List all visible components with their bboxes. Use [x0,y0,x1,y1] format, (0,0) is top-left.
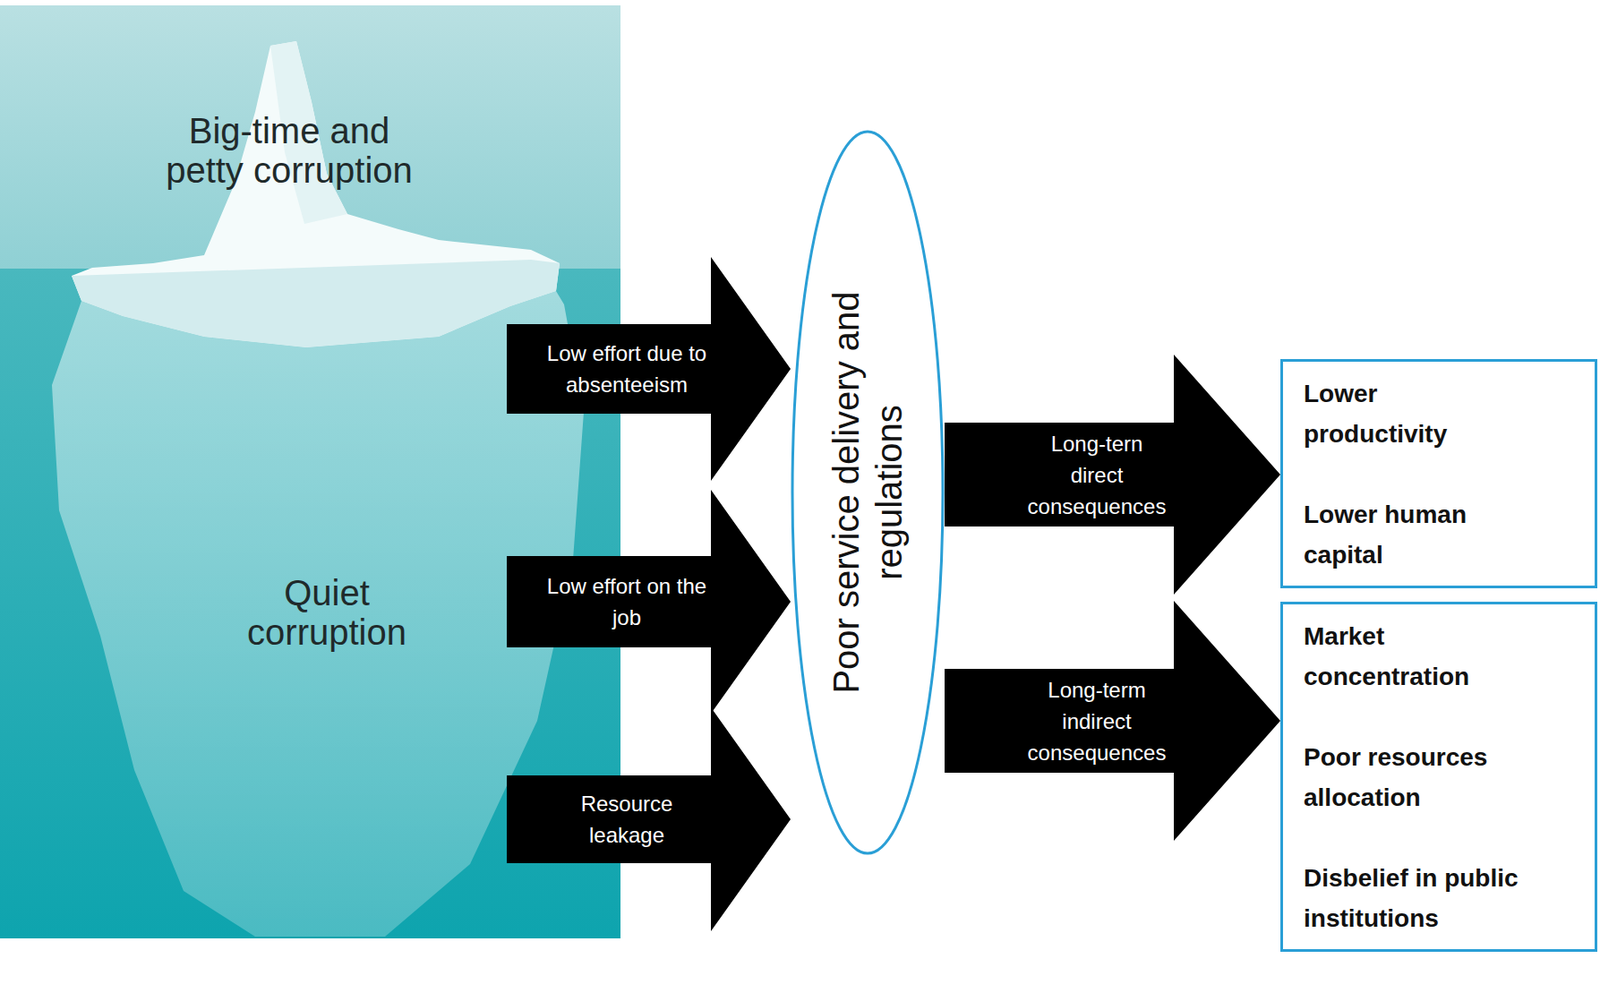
ellipse-shape [792,131,943,854]
outcome-text: Market concentration [1303,616,1523,697]
ellipse-node: Poor service delivery and regulations [790,129,945,856]
iceberg-underwater [51,290,584,937]
outcome-text: Lower human capital [1303,494,1523,575]
iceberg-node: Big-time and petty corruptionQuiet corru… [0,5,507,939]
iceberg-label: Big-time and petty corruption [154,111,424,190]
arrow-label: Long-term indirect consequences [1025,674,1169,769]
outcome-text: Disbelief in public institutions [1303,857,1523,939]
iceberg-tip [71,41,560,348]
arrow-label-slot: Low effort due to absenteeism [537,337,717,401]
arrow-label: Low effort on the job [537,570,717,634]
arrow-label-slot: Long-term indirect consequences [1025,674,1169,769]
arrow-label: Long-tern direct consequences [1025,427,1169,522]
arrow-label-slot: Long-tern direct consequences [1025,427,1169,522]
picture-text-slot: Big-time and petty corruption [154,111,424,190]
arrow-label: Low effort due to absenteeism [537,337,717,401]
iceberg-face [71,259,560,348]
outcome-box: Lower productivityLower human capital [1280,359,1598,589]
outcome-text: Poor resources allocation [1303,736,1523,818]
ellipse-label: Poor service delivery and regulations [824,241,911,744]
block-arrow [944,354,1281,595]
block-arrow [506,707,791,932]
arrow-label-slot: Low effort on the job [537,570,717,634]
rotated-text-slot: Poor service delivery and regulations [824,241,911,744]
block-arrow [944,600,1281,841]
block-arrow [506,256,791,481]
arrow-label: Resource leakage [559,787,694,851]
block-arrow [506,489,791,714]
outcome-text: Lower productivity [1303,373,1523,454]
outcome-box: Market concentrationPoor resources alloc… [1280,601,1598,952]
picture-text-slot: Quiet corruption [205,573,448,652]
ellipse-outline [790,129,945,856]
iceberg-label: Quiet corruption [205,573,448,652]
arrow-label-slot: Resource leakage [559,787,694,851]
